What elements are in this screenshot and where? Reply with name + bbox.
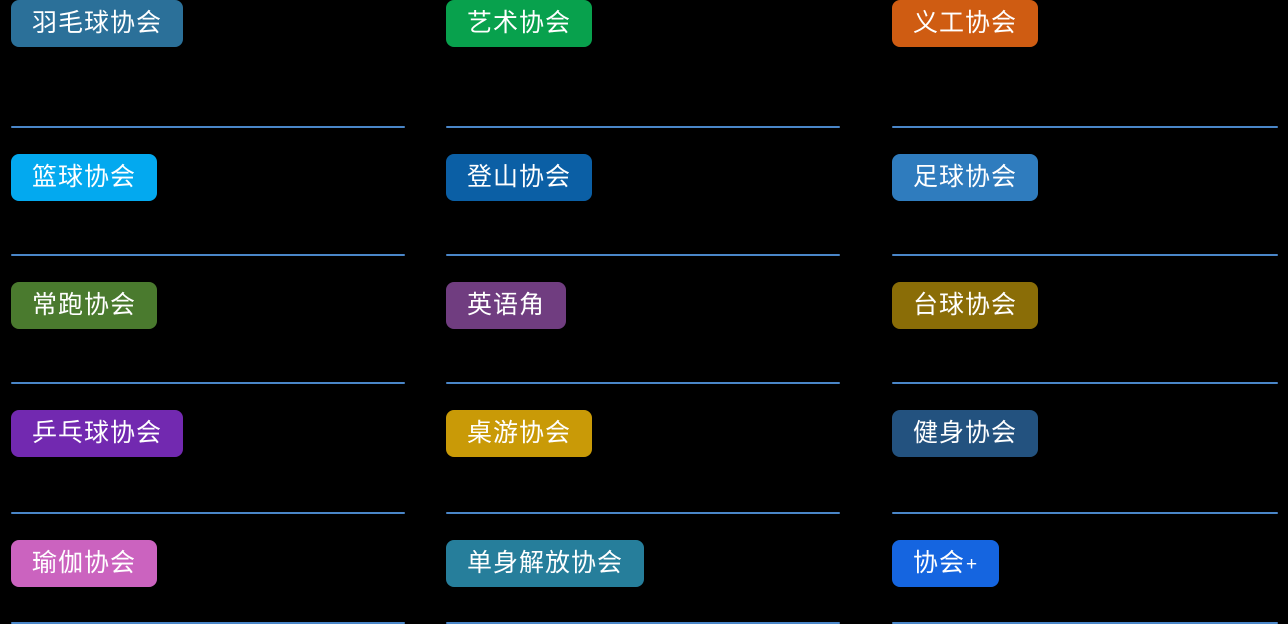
row-divider [446,512,840,514]
row-divider [11,254,405,256]
row-divider [11,512,405,514]
club-cell: 台球协会 [876,256,1288,384]
row-divider [446,382,840,384]
club-cell: 健身协会 [876,384,1288,514]
club-cell: 常跑协会 [0,256,438,384]
row-divider [11,126,405,128]
add-club-button[interactable]: 协会+ [892,540,1000,587]
club-tag-button[interactable]: 乒乓球协会 [11,410,184,457]
plus-icon: + [966,554,979,575]
club-tag-button[interactable]: 桌游协会 [446,410,593,457]
club-tag-button[interactable]: 英语角 [446,282,567,329]
row-divider [446,622,840,624]
club-cell: 瑜伽协会 [0,514,438,624]
club-tag-button[interactable]: 常跑协会 [11,282,158,329]
club-tag-button[interactable]: 义工协会 [892,0,1039,47]
club-cell: 足球协会 [876,128,1288,256]
add-club-label: 协会 [913,549,966,577]
club-cell: 羽毛球协会 [0,0,438,128]
row-divider [892,254,1278,256]
club-cell: 桌游协会 [438,384,876,514]
row-divider [446,126,840,128]
club-cell: 义工协会 [876,0,1288,128]
club-cell: 艺术协会 [438,0,876,128]
row-divider [892,126,1278,128]
club-tag-button[interactable]: 台球协会 [892,282,1039,329]
club-tag-button[interactable]: 单身解放协会 [446,540,645,587]
club-cell: 篮球协会 [0,128,438,256]
club-cell: 登山协会 [438,128,876,256]
club-tag-button[interactable]: 篮球协会 [11,154,158,201]
row-divider [11,382,405,384]
row-divider [892,382,1278,384]
row-divider [892,512,1278,514]
club-cell: 单身解放协会 [438,514,876,624]
club-cell: 英语角 [438,256,876,384]
row-divider [892,622,1278,624]
row-divider [11,622,405,624]
club-tag-button[interactable]: 登山协会 [446,154,593,201]
club-tag-button[interactable]: 艺术协会 [446,0,593,47]
club-tag-button[interactable]: 瑜伽协会 [11,540,158,587]
club-cell: 协会+ [876,514,1288,624]
row-divider [446,254,840,256]
club-tag-button[interactable]: 健身协会 [892,410,1039,457]
club-tag-button[interactable]: 羽毛球协会 [11,0,184,47]
club-cell: 乒乓球协会 [0,384,438,514]
club-tag-button[interactable]: 足球协会 [892,154,1039,201]
